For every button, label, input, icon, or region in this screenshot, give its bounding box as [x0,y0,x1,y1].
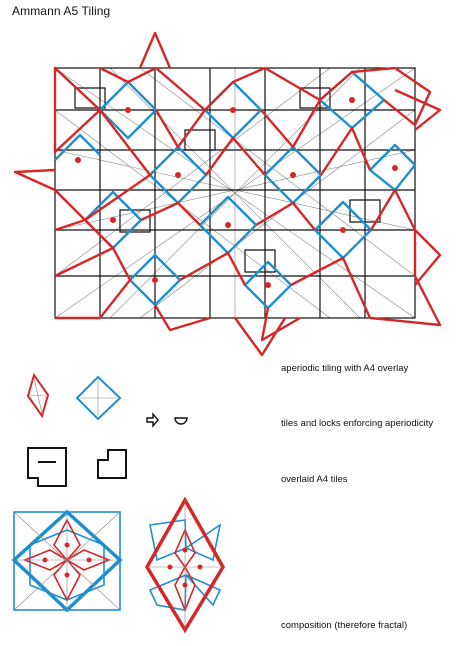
caption-locks: tiles and locks enforcing aperiodicity [281,418,434,429]
rhomb-composition [144,496,226,634]
caption-overlay: aperiodic tiling with A4 overlay [281,363,409,374]
a4-tile-2 [97,449,127,479]
a4-tile-1 [27,447,67,487]
square-tile [75,375,122,421]
rhomb-tile [26,372,50,419]
construction-lines [54,67,416,319]
tile-examples [26,372,188,487]
caption-a4: overlaid A4 tiles [281,474,348,485]
page-title: Ammann A5 Tiling [12,4,111,18]
rhomb-tiles [13,31,442,357]
half-moon-lock-icon [174,417,188,425]
composition-figures [11,496,226,634]
square-composition [11,509,123,613]
lock-dots [75,97,398,288]
arrow-lock-icon [146,412,159,428]
main-tiling [13,31,442,357]
caption-composition: composition (therefore fractal) [281,620,408,631]
